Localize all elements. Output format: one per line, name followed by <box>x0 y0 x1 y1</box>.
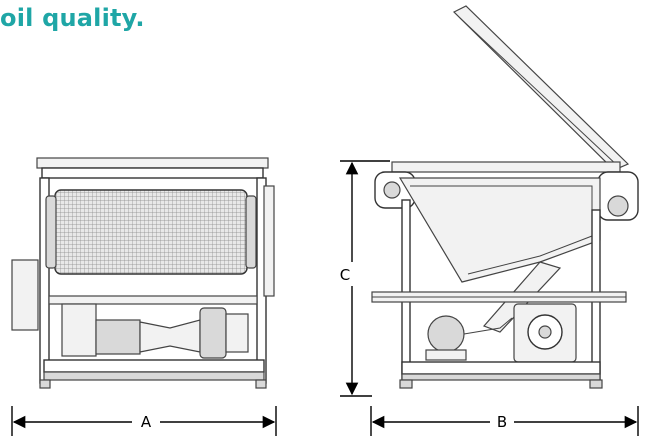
side-base-frame <box>401 361 601 375</box>
front-base-frame <box>43 359 265 373</box>
dimension-c-label: C <box>340 266 350 284</box>
side-hopper <box>398 177 601 283</box>
front-drum-cap-right <box>245 195 257 269</box>
side-view <box>371 5 639 389</box>
front-view <box>11 157 275 389</box>
front-foot-left <box>39 379 51 389</box>
side-raised-lid <box>452 5 630 171</box>
side-left-pulley <box>383 181 401 199</box>
side-pump-base <box>425 349 467 361</box>
front-coupling <box>139 319 201 353</box>
dimension-a-label: A <box>141 413 152 431</box>
side-foot-left <box>399 379 413 389</box>
side-foot-right <box>589 379 603 389</box>
front-foot-right <box>255 379 267 389</box>
front-drum-cap-left <box>45 195 57 269</box>
front-mesh-drum <box>54 189 248 275</box>
front-side-panel <box>263 185 275 297</box>
front-shelf <box>48 295 258 305</box>
front-motor <box>95 319 141 355</box>
side-right-pulley <box>607 195 629 217</box>
heading-text: oil quality. <box>0 4 145 32</box>
front-motor-housing <box>61 303 97 357</box>
side-base-rail <box>401 373 601 381</box>
side-pump-circle <box>427 315 465 353</box>
front-control-box <box>11 259 39 331</box>
front-pump <box>199 307 227 359</box>
side-motor-shaft <box>538 325 552 339</box>
front-top-plate <box>36 157 269 169</box>
dimension-b: B <box>370 406 639 436</box>
dimension-b-label: B <box>497 413 507 431</box>
front-base-rail <box>43 371 265 381</box>
dimension-a: A <box>11 406 277 436</box>
side-top-rail <box>391 161 621 173</box>
dimension-c: C <box>340 160 390 397</box>
front-pump-head <box>225 313 249 353</box>
front-top-rim <box>41 167 264 179</box>
